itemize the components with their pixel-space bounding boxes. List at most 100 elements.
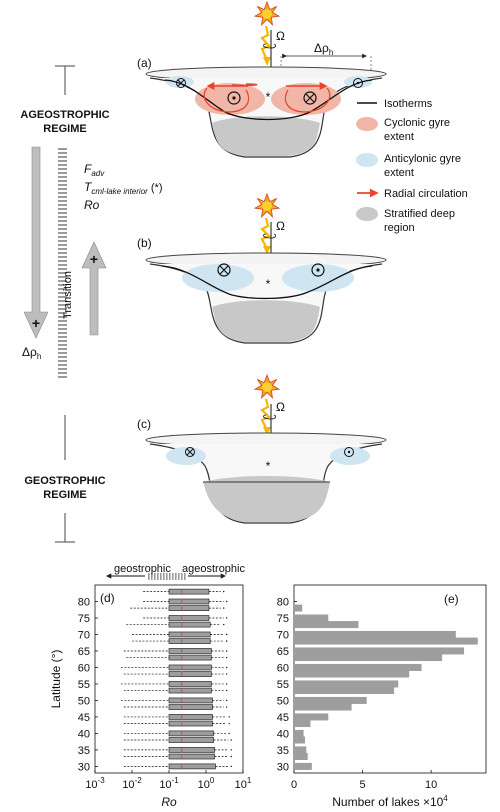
bar bbox=[294, 630, 456, 638]
drho-left-label: Δρh bbox=[22, 345, 41, 361]
legend-cyclonic-swatch bbox=[356, 117, 378, 131]
svg-text:*: * bbox=[266, 90, 271, 104]
transition-dash bbox=[58, 352, 67, 354]
bar bbox=[294, 762, 312, 770]
bar bbox=[294, 720, 311, 728]
y-tick-label: 40 bbox=[78, 728, 90, 740]
transition-dash bbox=[58, 324, 67, 326]
transition-dash bbox=[172, 573, 174, 580]
chart-d-xlabel: Ro bbox=[161, 795, 177, 809]
outlier bbox=[225, 706, 228, 708]
transition-dash bbox=[58, 300, 67, 302]
transition-dash bbox=[58, 244, 67, 246]
transition-dash bbox=[58, 268, 67, 270]
chart-d-ylabel: Latitude (°) bbox=[49, 650, 63, 709]
transition-dash bbox=[181, 573, 183, 580]
y-tick-label: 60 bbox=[78, 662, 90, 674]
bar bbox=[294, 736, 305, 744]
box bbox=[168, 720, 213, 727]
bar bbox=[294, 696, 367, 704]
x-tick-label: 10 bbox=[425, 779, 437, 791]
box bbox=[168, 681, 212, 687]
outlier bbox=[223, 607, 225, 609]
x-tick-label: 100 bbox=[198, 776, 215, 791]
transition-dash bbox=[184, 573, 186, 580]
transition-dash bbox=[58, 368, 67, 370]
bar bbox=[294, 729, 304, 737]
legend-isotherms: Isotherms bbox=[384, 98, 433, 110]
panel-b-label: (b) bbox=[137, 236, 152, 250]
bar bbox=[294, 680, 399, 688]
transition-dash bbox=[58, 328, 67, 330]
box bbox=[168, 671, 212, 677]
transition-dash bbox=[58, 184, 67, 186]
y-tick-label: 80 bbox=[78, 596, 90, 608]
box bbox=[168, 654, 212, 661]
transition-dash bbox=[151, 573, 153, 580]
x-tick-exp: 1 bbox=[247, 776, 252, 785]
transition-dash bbox=[58, 332, 67, 334]
transition-dash bbox=[58, 208, 67, 210]
chart-e-frame bbox=[293, 584, 487, 774]
regime-axis bbox=[55, 65, 75, 543]
legend-anticyclonic: Anticylonic gyre bbox=[384, 153, 461, 165]
y-tick-label: 65 bbox=[277, 646, 289, 658]
transition-dash bbox=[58, 308, 67, 310]
y-tick-label: 35 bbox=[78, 745, 90, 757]
transition-dash bbox=[58, 344, 67, 346]
transition-dash bbox=[58, 172, 67, 174]
outlier bbox=[225, 689, 228, 692]
sun-icon-b bbox=[254, 193, 280, 218]
outlier bbox=[230, 755, 232, 758]
box bbox=[168, 704, 213, 710]
transition-dash bbox=[58, 348, 67, 350]
bar bbox=[294, 703, 352, 711]
transition-dash bbox=[58, 224, 67, 226]
transition-dash bbox=[58, 296, 67, 298]
transition-dash bbox=[58, 256, 67, 258]
svg-text:region: region bbox=[384, 222, 415, 234]
transition-dash bbox=[58, 320, 67, 322]
x-tick-label: 10-3 bbox=[85, 776, 105, 791]
bar bbox=[294, 663, 422, 671]
x-tick-base: 10 bbox=[122, 779, 134, 791]
svg-text:Tcml-lake interior (*): Tcml-lake interior (*) bbox=[84, 180, 162, 196]
outlier bbox=[225, 699, 228, 702]
transition-dash bbox=[58, 304, 67, 306]
panel-e-label: (e) bbox=[444, 592, 459, 606]
outlier bbox=[225, 633, 228, 636]
svg-text:Ro: Ro bbox=[84, 198, 100, 212]
outlier bbox=[225, 650, 228, 652]
svg-text:Ω: Ω bbox=[276, 29, 285, 43]
svg-text:Ω: Ω bbox=[276, 400, 285, 414]
legend-radial: Radial circulation bbox=[384, 188, 468, 200]
svg-text:Δρh: Δρh bbox=[314, 41, 333, 57]
transition-dash bbox=[148, 573, 150, 580]
transition-dash bbox=[160, 573, 162, 580]
x-tick-exp: -1 bbox=[172, 776, 180, 785]
outlier bbox=[230, 749, 232, 751]
x-tick-label: 10-1 bbox=[159, 776, 179, 791]
geostrophic-label: GEOSTROPHIC bbox=[24, 475, 105, 487]
bar bbox=[294, 687, 395, 695]
transition-dash bbox=[58, 236, 67, 238]
outlier bbox=[223, 623, 225, 626]
transition-dash bbox=[58, 148, 67, 150]
y-tick-label: 60 bbox=[277, 662, 289, 674]
drho-increase-arrow bbox=[23, 146, 49, 339]
y-tick-label: 70 bbox=[78, 629, 90, 641]
transition-dash bbox=[166, 573, 168, 580]
transition-dash bbox=[58, 312, 67, 314]
transition-dash bbox=[58, 168, 67, 170]
box bbox=[168, 664, 212, 671]
transition-dash bbox=[175, 573, 177, 580]
bar bbox=[294, 654, 443, 662]
transition-dash bbox=[58, 260, 67, 262]
box bbox=[168, 730, 214, 737]
bar bbox=[294, 647, 465, 655]
y-tick-label: 30 bbox=[78, 761, 90, 773]
chart-e-xlabel: Number of lakes ×104 bbox=[332, 794, 448, 809]
panel-b: Ω (b) * bbox=[137, 193, 387, 344]
box bbox=[168, 621, 211, 628]
